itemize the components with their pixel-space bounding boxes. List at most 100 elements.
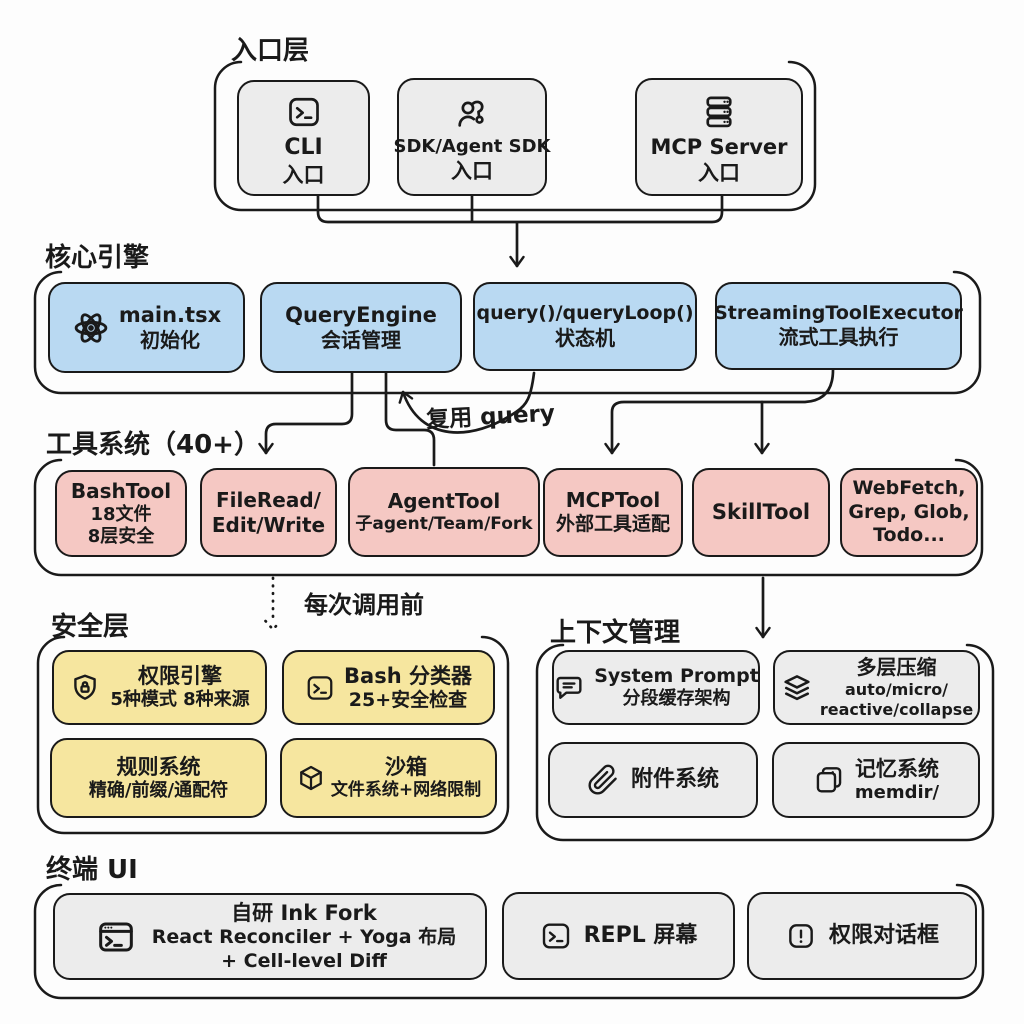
node-text: main.tsx 初始化 — [119, 302, 221, 353]
node-text: BashTool 18文件 8层安全 — [71, 479, 171, 548]
node-cli-entry: CLI 入口 — [237, 80, 370, 196]
node-line: 入口 — [282, 162, 325, 187]
node-sdk-entry: SDK/Agent SDK 入口 — [394, 78, 551, 196]
node-text: MCPTool 外部工具适配 — [556, 488, 670, 536]
node-text: query()/queryLoop() 状态机 — [476, 302, 693, 350]
node-multilayer-compression: 多层压缩 auto/micro/ reactive/collapse — [773, 650, 980, 725]
terminal-icon — [542, 923, 569, 949]
connector-tools-to-security-arrowhead — [264, 619, 282, 631]
node-line: 附件系统 — [630, 767, 719, 793]
node-line: MCPTool — [565, 488, 661, 513]
context-layer-container — [535, 643, 995, 842]
reuse-query-annotation: 复用 query — [425, 400, 556, 434]
node-line: 自研 Ink Fork — [231, 900, 377, 925]
node-line: REPL 屏幕 — [583, 923, 698, 949]
node-mcp-server-entry: MCP Server 入口 — [635, 78, 803, 196]
node-line: Edit/Write — [211, 512, 326, 537]
security-layer-label: 安全层 — [51, 612, 130, 642]
node-text: REPL 屏幕 — [584, 922, 698, 949]
node-line: query()/queryLoop() — [476, 302, 694, 325]
node-file-tools: FileRead/ Edit/Write — [200, 468, 337, 557]
node-line: 文件系统+网络限制 — [330, 780, 482, 801]
notes-icon — [816, 767, 842, 793]
node-line: SkillTool — [711, 500, 811, 525]
alert-icon — [789, 924, 813, 948]
node-text: MCP Server 入口 — [650, 134, 787, 186]
node-line: 记忆系统 — [854, 756, 939, 781]
node-text: SDK/Agent SDK 入口 — [394, 136, 551, 184]
node-misc-tools: WebFetch, Grep, Glob, Todo... — [840, 468, 978, 557]
node-line: main.tsx — [118, 303, 222, 328]
node-line: AgentTool — [387, 489, 501, 514]
security-layer-container — [36, 635, 510, 835]
node-line: 状态机 — [555, 325, 615, 350]
node-text: FileRead/ Edit/Write — [212, 488, 325, 538]
entry-layer-container — [213, 60, 817, 212]
tools-layer-label: 工具系统（40+） — [46, 430, 260, 460]
node-bash-tool: BashTool 18文件 8层安全 — [55, 470, 187, 557]
node-skill-tool: SkillTool — [692, 468, 830, 557]
connector-reuse-query — [403, 371, 536, 434]
node-bash-classifier: Bash 分类器 25+安全检查 — [282, 650, 495, 725]
node-text: System Prompt 分段缓存架构 — [594, 665, 759, 711]
connector-entry-bus — [316, 194, 724, 224]
core-layer-container — [33, 270, 982, 395]
node-line: 流式工具执行 — [778, 325, 899, 350]
node-line: QueryEngine — [285, 303, 437, 328]
node-line: 外部工具适配 — [555, 513, 670, 536]
node-line: memdir/ — [854, 781, 940, 803]
node-mcp-tool: MCPTool 外部工具适配 — [543, 468, 683, 557]
react-icon — [74, 312, 108, 343]
connector-queryengine-to-fileread — [266, 371, 354, 455]
node-permission-dialog: 权限对话框 — [747, 892, 977, 980]
node-text: 权限对话框 — [829, 922, 939, 949]
node-repl-screen: REPL 屏幕 — [502, 892, 735, 980]
node-line: WebFetch, — [852, 477, 966, 500]
node-text: QueryEngine 会话管理 — [285, 302, 437, 353]
tools-layer-container — [33, 458, 984, 577]
node-query-engine: QueryEngine 会话管理 — [260, 282, 462, 373]
node-line: 初始化 — [139, 328, 200, 353]
connector-queryengine-to-agenttool — [384, 371, 436, 467]
node-memory-system: 记忆系统 memdir/ — [772, 742, 980, 818]
core-layer-label: 核心引擎 — [45, 243, 150, 273]
node-line: 会话管理 — [321, 328, 401, 353]
node-line: 权限引擎 — [137, 664, 222, 689]
layers-icon — [784, 674, 810, 700]
box-icon — [300, 765, 322, 791]
node-text: SkillTool — [712, 499, 810, 525]
node-text: 多层压缩 auto/micro/ reactive/collapse — [820, 655, 973, 719]
node-line: SDK/Agent SDK — [393, 135, 551, 157]
terminal-layer-container — [33, 883, 985, 1000]
node-line: BashTool — [70, 478, 172, 503]
terminal-layer-label: 终端 UI — [46, 855, 138, 885]
node-text: 权限引擎 5种模式 8种来源 — [110, 663, 249, 711]
node-line: + Cell-level Diff — [221, 949, 387, 972]
node-line: 精确/前缀/通配符 — [88, 779, 229, 801]
node-permission-engine: 权限引擎 5种模式 8种来源 — [52, 650, 267, 725]
node-line: CLI — [284, 135, 323, 161]
terminal-icon — [307, 675, 333, 700]
person-sync-icon — [458, 100, 484, 127]
node-line: 规则系统 — [116, 754, 201, 779]
node-text: StreamingToolExecutor 流式工具执行 — [714, 302, 963, 350]
node-agent-tool: AgentTool 子agent/Team/Fork — [348, 467, 540, 557]
node-line: StreamingToolExecutor — [714, 301, 963, 324]
shield-lock-icon — [74, 674, 97, 700]
node-line: 多层压缩 — [856, 655, 937, 680]
node-text: 附件系统 — [631, 766, 719, 793]
paperclip-icon — [588, 764, 617, 795]
node-line: 入口 — [698, 161, 740, 185]
terminal-icon — [288, 98, 319, 127]
node-text: 记忆系统 memdir/ — [855, 756, 939, 804]
node-attachment-system: 附件系统 — [548, 742, 758, 818]
node-text: 沙箱 文件系统+网络限制 — [331, 754, 481, 801]
node-line: MCP Server — [650, 134, 788, 159]
server-icon — [706, 96, 732, 128]
node-line: System Prompt — [594, 664, 759, 687]
node-line: Bash 分类器 — [344, 663, 472, 688]
node-rule-system: 规则系统 精确/前缀/通配符 — [50, 738, 267, 818]
entry-layer-label: 入口层 — [231, 36, 310, 66]
